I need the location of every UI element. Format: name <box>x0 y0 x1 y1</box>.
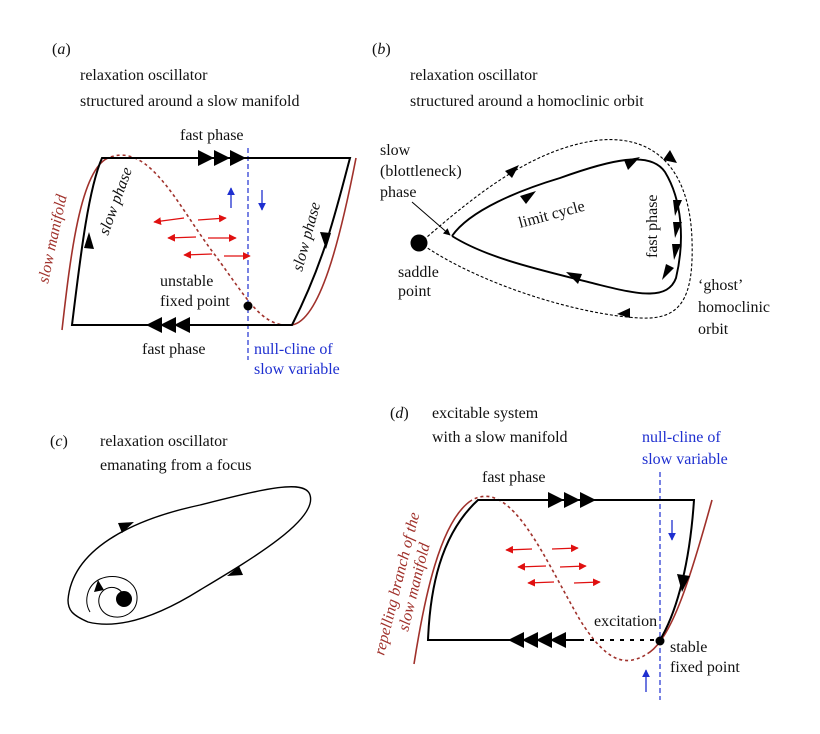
unstable-label-1: unstable <box>160 273 213 290</box>
flow-arrows-d <box>505 544 601 587</box>
panel-a-title-1: relaxation oscillator <box>80 67 208 84</box>
fast-phase-bottom-label: fast phase <box>142 341 206 358</box>
slow-phase-left-arrow <box>84 232 94 249</box>
slow-phase-pointer <box>411 201 451 236</box>
panel-b-tag: (b) <box>372 41 391 58</box>
stable-fixed-point <box>655 636 665 646</box>
stable-label-1: stable <box>670 639 707 656</box>
focus-spiral <box>86 575 138 618</box>
slow-manifold-dashed <box>107 154 293 327</box>
slow-phase-left-label: slow phase <box>96 165 136 237</box>
trajectory-arrow-2 <box>227 566 243 576</box>
fast-phase-label: fast phase <box>644 194 661 258</box>
slow-phase-label-2: (blottleneck) <box>380 163 462 180</box>
nullcline-label-1: null-cline of <box>254 341 333 358</box>
ghost-label-1: ‘ghost’ <box>698 277 743 294</box>
panel-a-tag: (a) <box>52 41 71 58</box>
panel-a-title-2: structured around a slow manifold <box>80 93 300 110</box>
slow-phase-right-arrow <box>320 232 331 249</box>
stable-label-2: fixed point <box>670 659 740 676</box>
spiral-arrow <box>94 580 104 592</box>
slow-phase-label-1: slow <box>380 142 411 159</box>
ghost-homoclinic-orbit <box>419 139 693 319</box>
fast-phase-top-arrows <box>198 150 246 166</box>
limit-cycle-arrows <box>520 157 682 284</box>
panel-c-title-2: emanating from a focus <box>100 457 252 474</box>
panel-a: (a) relaxation oscillator structured aro… <box>35 41 357 378</box>
panel-b-title-1: relaxation oscillator <box>410 67 538 84</box>
ghost-label-3: orbit <box>698 321 729 338</box>
panel-d-title-2: with a slow manifold <box>432 429 568 446</box>
panel-c-tag: (c) <box>50 433 68 450</box>
excitation-label: excitation <box>594 613 657 630</box>
panel-d: (d) excitable system with a slow manifol… <box>371 405 740 700</box>
slow-phase-label-3: phase <box>380 184 416 201</box>
fast-phase-bottom-arrows <box>146 317 190 333</box>
saddle-label-2: point <box>398 283 431 300</box>
panel-b-title-2: structured around a homoclinic orbit <box>410 93 644 110</box>
nullcline-label-d-1: null-cline of <box>642 429 721 446</box>
limit-cycle-path <box>451 158 682 295</box>
slow-manifold-dashed-d <box>471 495 651 662</box>
panel-c-title-1: relaxation oscillator <box>100 433 228 450</box>
ghost-label-2: homoclinic <box>698 299 770 316</box>
saddle-label-1: saddle <box>398 264 439 281</box>
flow-arrows <box>153 214 251 260</box>
slow-manifold-label: slow manifold <box>35 192 71 285</box>
nullcline-label-2: slow variable <box>254 361 340 378</box>
slow-manifold-curve <box>61 154 357 331</box>
fast-phase-top-label: fast phase <box>180 127 244 144</box>
cycle-trajectory <box>70 157 352 326</box>
nullcline-label-d-2: slow variable <box>642 451 728 468</box>
ghost-orbit-arrows <box>505 150 677 318</box>
trajectory-arrow-1 <box>118 522 134 533</box>
fast-phase-label-d: fast phase <box>482 469 546 486</box>
focus-point <box>116 591 132 607</box>
unstable-fixed-point <box>243 301 253 311</box>
panel-c: (c) relaxation oscillator emanating from… <box>50 433 312 625</box>
slow-phase-arrow-d <box>677 574 690 592</box>
fast-phase-arrows-bottom-d <box>508 632 566 648</box>
panel-d-tag: (d) <box>390 405 409 422</box>
unstable-label-2: fixed point <box>160 293 230 310</box>
panel-b: (b) relaxation oscillator structured aro… <box>372 41 770 338</box>
limit-cycle-label: limit cycle <box>517 198 587 232</box>
saddle-point <box>410 234 428 252</box>
fast-phase-arrows-top-d <box>548 492 596 508</box>
focus-trajectory <box>67 486 312 625</box>
panel-d-title-1: excitable system <box>432 405 539 422</box>
